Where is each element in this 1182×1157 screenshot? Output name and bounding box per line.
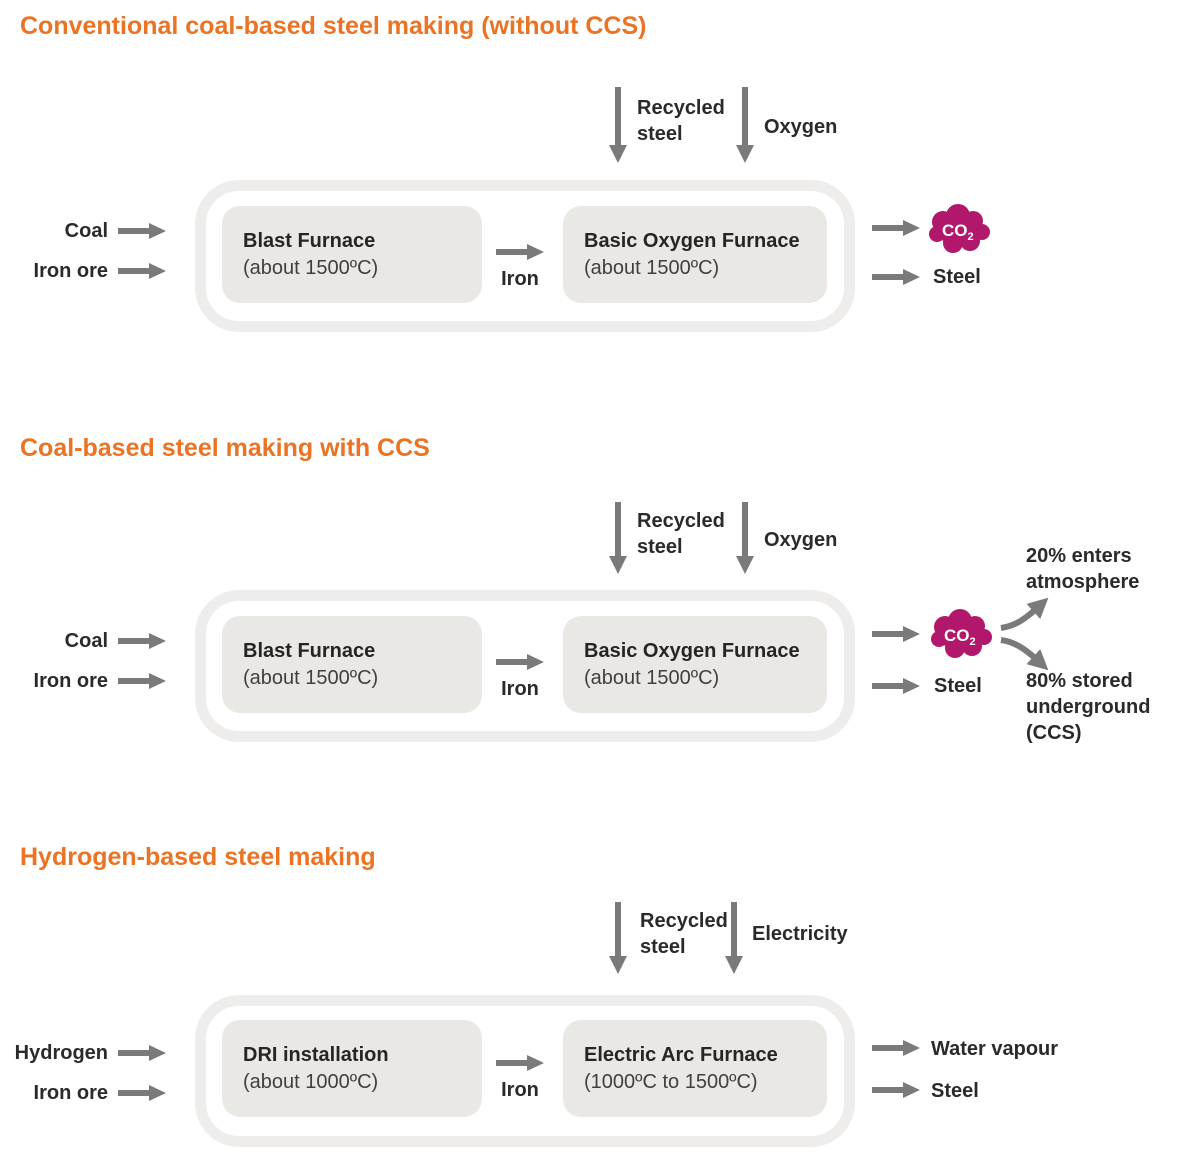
left-input-label: Iron ore [33,1082,108,1104]
intermediate-label: Iron [501,268,539,290]
furnace-box: Basic Oxygen Furnace (about 1500ºC) [563,616,827,713]
right-arrow-icon [872,678,920,694]
furnace-temperature: (about 1500ºC) [584,666,720,689]
furnace-name: Basic Oxygen Furnace [584,639,800,662]
furnace-temperature: (about 1500ºC) [584,256,720,279]
furnace-name: Electric Arc Furnace [584,1043,778,1066]
down-arrow-icon [736,87,754,163]
co2-split-stored-label: 80% stored underground (CCS) [1026,670,1151,744]
right-arrow-icon [118,1085,166,1101]
svg-text:CO2: CO2 [944,626,976,648]
split-arrows-icon [1000,597,1058,671]
right-arrow-icon [118,633,166,649]
top-input-label: Electricity [752,923,848,945]
right-arrow-icon [872,626,920,642]
furnace-temperature: (about 1500ºC) [243,666,379,689]
furnace-box: Basic Oxygen Furnace (about 1500ºC) [563,206,827,303]
furnace-name: Blast Furnace [243,229,376,252]
co2-cloud-icon: CO2 [929,608,993,660]
right-arrow-icon [872,1040,920,1056]
co2-subscript: 2 [968,231,974,243]
top-input-label: Recycled steel [640,910,728,958]
furnace-temperature: (about 1500ºC) [243,256,379,279]
down-arrow-icon [609,902,627,974]
intermediate-label: Iron [501,1079,539,1101]
right-arrow-icon [872,269,920,285]
down-arrow-icon [725,902,743,974]
output-label: Steel [934,675,982,697]
right-arrow-icon [872,220,920,236]
section-title: Conventional coal-based steel making (wi… [20,12,647,40]
right-arrow-icon [496,1055,544,1071]
down-arrow-icon [736,502,754,574]
furnace-name: Blast Furnace [243,639,376,662]
intermediate-label: Iron [501,678,539,700]
furnace-temperature: (about 1000ºC) [243,1070,379,1093]
right-arrow-icon [496,244,544,260]
section-title: Hydrogen-based steel making [20,843,376,871]
co2-split-atmosphere-label: 20% enters atmosphere [1026,545,1140,593]
right-arrow-icon [118,263,166,279]
down-arrow-icon [609,87,627,163]
output-label: Steel [933,266,981,288]
left-input-label: Coal [64,630,108,652]
furnace-box: Blast Furnace (about 1500ºC) [222,616,482,713]
top-input-label: Oxygen [764,529,838,551]
output-label: Steel [931,1080,979,1102]
right-arrow-icon [496,654,544,670]
furnace-box: Blast Furnace (about 1500ºC) [222,206,482,303]
down-arrow-icon [609,502,627,574]
furnace-temperature: (1000ºC to 1500ºC) [584,1070,758,1093]
output-label: Water vapour [931,1038,1059,1060]
right-arrow-icon [118,223,166,239]
svg-text:CO2: CO2 [942,221,974,243]
top-input-label: Recycled steel [637,510,725,558]
furnace-box: DRI installation (about 1000ºC) [222,1020,482,1117]
left-input-label: Iron ore [33,670,108,692]
left-input-label: Hydrogen [14,1042,108,1064]
co2-label: CO [944,626,970,645]
top-input-label: Oxygen [764,116,838,138]
right-arrow-icon [118,1045,166,1061]
furnace-name: Basic Oxygen Furnace [584,229,800,252]
section-title: Coal-based steel making with CCS [20,434,430,462]
top-input-label: Recycled steel [637,97,725,145]
right-arrow-icon [872,1082,920,1098]
furnace-box: Electric Arc Furnace (1000ºC to 1500ºC) [563,1020,827,1117]
right-arrow-icon [118,673,166,689]
co2-cloud-icon: CO2 [927,203,991,255]
co2-label: CO [942,221,968,240]
furnace-name: DRI installation [243,1043,389,1066]
left-input-label: Iron ore [33,260,108,282]
co2-subscript: 2 [970,636,976,648]
left-input-label: Coal [64,220,108,242]
